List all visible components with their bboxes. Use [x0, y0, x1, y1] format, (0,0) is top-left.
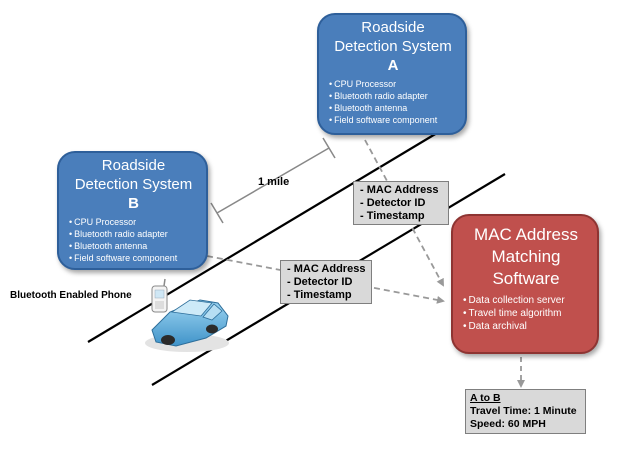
- list-item: Bluetooth radio adapter: [329, 90, 457, 102]
- list-item: Data collection server: [463, 294, 589, 307]
- matching-components: Data collection server Travel time algor…: [463, 294, 589, 333]
- distance-bracket: [210, 137, 336, 224]
- system-b-title: Roadside Detection System B: [74, 157, 193, 212]
- result-travel-time: Travel Time: 1 Minute: [470, 405, 577, 417]
- system-a-components: CPU Processor Bluetooth radio adapter Bl…: [329, 78, 457, 126]
- list-item: Travel time algorithm: [463, 307, 589, 320]
- roadside-detection-system-a: Roadside Detection System A CPU Processo…: [317, 13, 467, 135]
- list-item: Data archival: [463, 320, 589, 333]
- matching-title: MAC Address Matching Software: [474, 225, 578, 288]
- result-title: A to B: [470, 392, 501, 404]
- road-edge-upper: [87, 132, 438, 343]
- system-a-title: Roadside Detection System A: [334, 19, 452, 74]
- list-item: Bluetooth radio adapter: [69, 228, 198, 240]
- list-item: Bluetooth antenna: [329, 102, 457, 114]
- list-item: CPU Processor: [69, 216, 198, 228]
- phone-icon: [151, 278, 168, 313]
- list-item: CPU Processor: [329, 78, 457, 90]
- phone-label: Bluetooth Enabled Phone: [10, 290, 132, 301]
- data-label-system-a: - MAC Address - Detector ID - Timestamp: [353, 181, 449, 225]
- result-speed: Speed: 60 MPH: [470, 418, 546, 430]
- travel-time-result: A to B Travel Time: 1 Minute Speed: 60 M…: [465, 389, 586, 434]
- car-icon: [145, 299, 229, 352]
- distance-label: 1 mile: [258, 176, 290, 188]
- roadside-detection-system-b: Roadside Detection System B CPU Processo…: [57, 151, 208, 270]
- data-label-system-b: - MAC Address - Detector ID - Timestamp: [280, 260, 372, 304]
- list-item: Field software component: [69, 252, 198, 264]
- list-item: Bluetooth antenna: [69, 240, 198, 252]
- mac-address-matching-software: MAC Address Matching Software Data colle…: [451, 214, 599, 354]
- list-item: Field software component: [329, 114, 457, 126]
- system-b-components: CPU Processor Bluetooth radio adapter Bl…: [69, 216, 198, 264]
